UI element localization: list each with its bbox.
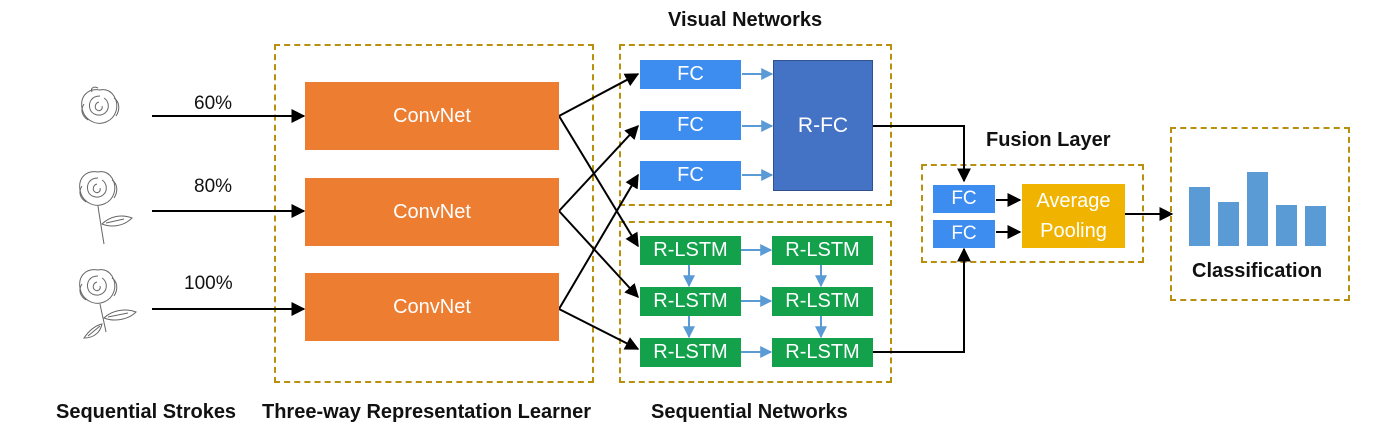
histogram-bar-2 — [1218, 202, 1239, 246]
histogram-bar-1 — [1189, 187, 1210, 246]
representation-learner-group — [274, 44, 594, 383]
fusion-fc-1: FC — [933, 185, 995, 213]
rose-sketch-60-icon — [81, 86, 120, 124]
r-lstm-2-2: R-LSTM — [772, 287, 873, 316]
sequential-networks-group — [619, 221, 892, 383]
visual-fc-1: FC — [640, 60, 741, 89]
fusion-fc-2: FC — [933, 220, 995, 248]
stroke-percent-80: 80% — [194, 176, 233, 197]
sequential-networks-label: Sequential Networks — [651, 401, 848, 423]
histogram-bar-3 — [1247, 172, 1268, 246]
visual-fc-2: FC — [640, 111, 741, 140]
visual-networks-label: Visual Networks — [668, 9, 823, 31]
convnet-block-3: ConvNet — [305, 273, 559, 341]
convnet-block-2: ConvNet — [305, 178, 559, 246]
rose-sketch-80-icon — [79, 171, 133, 245]
classification-label: Classification — [1192, 260, 1323, 282]
histogram-bar-5 — [1305, 206, 1326, 246]
r-lstm-1-2: R-LSTM — [772, 236, 873, 265]
r-lstm-3-1: R-LSTM — [640, 338, 741, 367]
average-pooling-block: Average Pooling — [1022, 184, 1125, 248]
fusion-layer-label: Fusion Layer — [986, 129, 1111, 151]
r-lstm-1-1: R-LSTM — [640, 236, 741, 265]
convnet-block-1: ConvNet — [305, 82, 559, 150]
visual-fc-3: FC — [640, 161, 741, 190]
r-lstm-3-2: R-LSTM — [772, 338, 873, 367]
r-fc-block: R-FC — [773, 60, 873, 191]
classification-histogram — [1189, 172, 1326, 246]
sequential-strokes-label: Sequential Strokes — [56, 401, 237, 423]
stroke-percent-60: 60% — [194, 93, 233, 114]
pooling-label-line2: Pooling — [1040, 220, 1107, 242]
rose-sketch-100-icon — [79, 269, 137, 339]
stroke-percent-100: 100% — [184, 273, 233, 294]
histogram-bar-4 — [1276, 205, 1297, 246]
pooling-label-line1: Average — [1036, 190, 1111, 212]
representation-learner-label: Three-way Representation Learner — [262, 401, 591, 423]
r-lstm-2-1: R-LSTM — [640, 287, 741, 316]
